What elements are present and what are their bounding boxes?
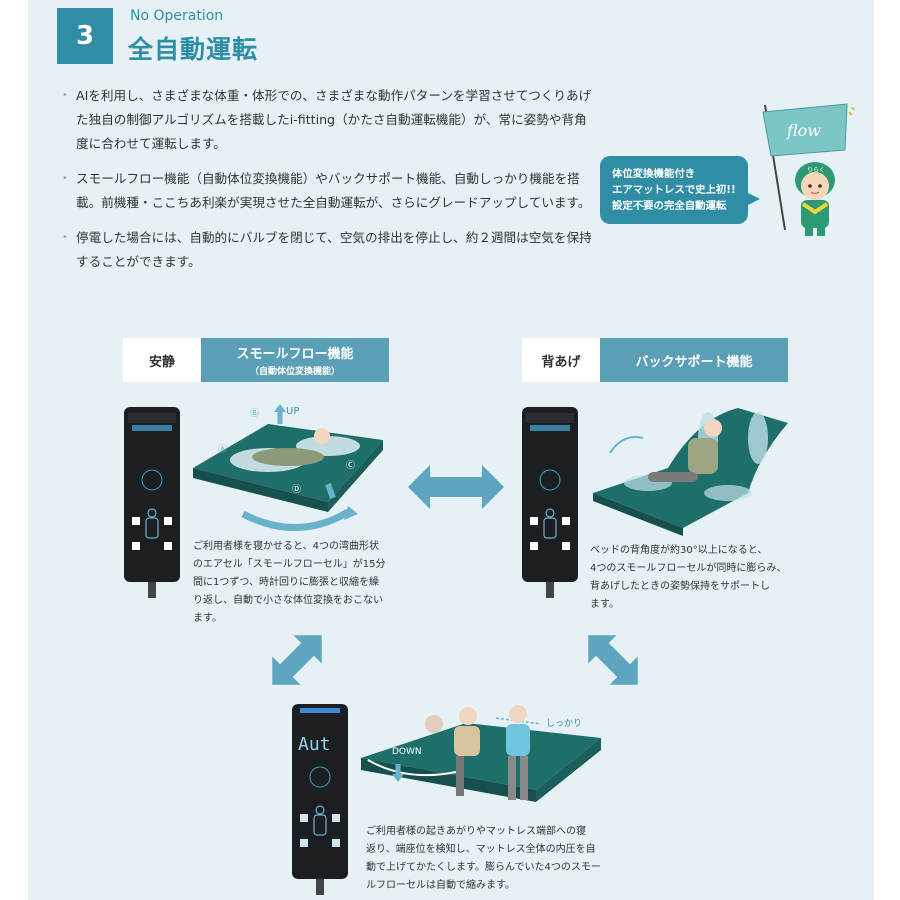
description-firm-line-3: 動で上げてかたくします。膨らんでいた4つのスモー <box>366 862 601 873</box>
patient-reclining-figure <box>648 419 722 482</box>
caregiver-and-patient-figures <box>425 705 530 800</box>
mascot-illustration: flow りらく <box>762 103 855 236</box>
arrow-up-label: UP <box>286 406 299 417</box>
mark-d: Ⓓ <box>292 484 301 495</box>
description-firm-line-4: ルフローセルは自動で縮みます。 <box>366 880 515 891</box>
description-firm-line-2: 返り、端座位を検知し、マットレス全体の内圧を自 <box>366 844 596 855</box>
remote-controller-rest <box>124 407 180 598</box>
description-rest-line-3: 間に1つずつ、時計回りに膨張と収縮を繰 <box>193 577 379 588</box>
function-label-small-flow-title: スモールフロー機能 <box>236 347 354 362</box>
state-label-back: 背あげ <box>522 338 600 382</box>
patient-lying-figure <box>252 428 330 466</box>
callout-tail <box>746 192 760 206</box>
callout-line-3: 設定不要の完全自動運転 <box>612 200 727 212</box>
double-arrow-diagonal-left <box>272 635 322 685</box>
double-arrow-horizontal <box>408 465 504 509</box>
description-rest-line-2: のエアセル「スモールフローセル」が15分 <box>193 559 386 570</box>
description-back-line-3: 背あげしたときの姿勢保持をサポートし <box>590 581 770 592</box>
bullet-2: スモールフロー機能（自動体位変換機能）やバックサポート機能、自動しっかり機能を搭… <box>62 167 592 215</box>
mattress-back-support-illustration <box>593 408 788 536</box>
description-rest-line-4: り返し、自動で小さな体位変換をおこない <box>193 595 383 606</box>
section-title: 全自動運転 <box>128 35 259 64</box>
bullet-3: 停電した場合には、自動的にバルブを閉じて、空気の排出を停止し、約２週間は空気を保… <box>62 226 592 274</box>
bullet-1: AIを利用し、さまざまな体重・体形での、さまざまな動作パターンを学習させてつくり… <box>62 84 592 156</box>
description-firm-line-1: ご利用者様の起きあがりやマットレス端部への寝 <box>366 826 586 837</box>
remote-controller-firm: Aut <box>292 704 348 895</box>
body-sensor-icon <box>145 508 159 539</box>
callout-bubble: 体位変換機能付き エアマットレスで史上初!! 設定不要の完全自動運転 <box>600 156 748 224</box>
function-label-small-flow: スモールフロー機能 （自動体位変換機能） <box>201 338 389 382</box>
mascot-cap-text: りらく <box>807 167 825 174</box>
mark-b: Ⓑ <box>250 408 259 419</box>
description-back-line-2: 4つのスモールフローセルが同時に膨らみ、 <box>590 563 787 574</box>
flag-text: flow <box>786 121 821 140</box>
mark-c: Ⓒ <box>346 460 355 471</box>
section-number: 3 <box>57 8 113 64</box>
description-rest-line-5: ます。 <box>193 613 222 624</box>
body-sensor-icon <box>313 805 327 836</box>
description-back: ベッドの背角度が約30°以上になると、 4つのスモールフローセルが同時に膨らみ、… <box>590 542 800 614</box>
mattress-firm-illustration: DOWN しっかり <box>361 705 601 802</box>
remote-controller-back <box>522 407 578 598</box>
mark-a: Ⓐ <box>218 444 227 455</box>
function-label-back-support-title: バックサポート機能 <box>635 354 753 370</box>
state-label-rest: 安静 <box>123 338 201 382</box>
section-subtitle: No Operation <box>130 8 224 24</box>
feature-bullets: AIを利用し、さまざまな体重・体形での、さまざまな動作パターンを学習させてつくり… <box>62 84 592 285</box>
mattress-rest-illustration: UP Ⓑ Ⓐ Ⓒ Ⓓ <box>193 404 383 531</box>
firm-label: しっかり <box>546 718 582 729</box>
function-label-small-flow-sub: （自動体位変換機能） <box>249 367 340 377</box>
function-label-back-support: バックサポート機能 <box>600 338 788 382</box>
callout-line-2: エアマットレスで史上初!! <box>612 184 736 196</box>
callout-line-1: 体位変換機能付き <box>612 168 696 180</box>
double-arrow-diagonal-right <box>588 635 638 685</box>
description-rest-line-1: ご利用者様を寝かせると、4つの湾曲形状 <box>193 541 379 552</box>
description-firm: ご利用者様の起きあがりやマットレス端部への寝 返り、端座位を検知し、マットレス全… <box>366 823 616 895</box>
arrow-down-label: DOWN <box>392 747 422 757</box>
body-sensor-icon <box>543 508 557 539</box>
description-rest: ご利用者様を寝かせると、4つの湾曲形状 のエアセル「スモールフローセル」が15分… <box>193 538 413 628</box>
description-back-line-1: ベッドの背角度が約30°以上になると、 <box>590 545 768 556</box>
remote-display-text: Aut <box>298 734 331 755</box>
description-back-line-4: ます。 <box>590 599 619 610</box>
